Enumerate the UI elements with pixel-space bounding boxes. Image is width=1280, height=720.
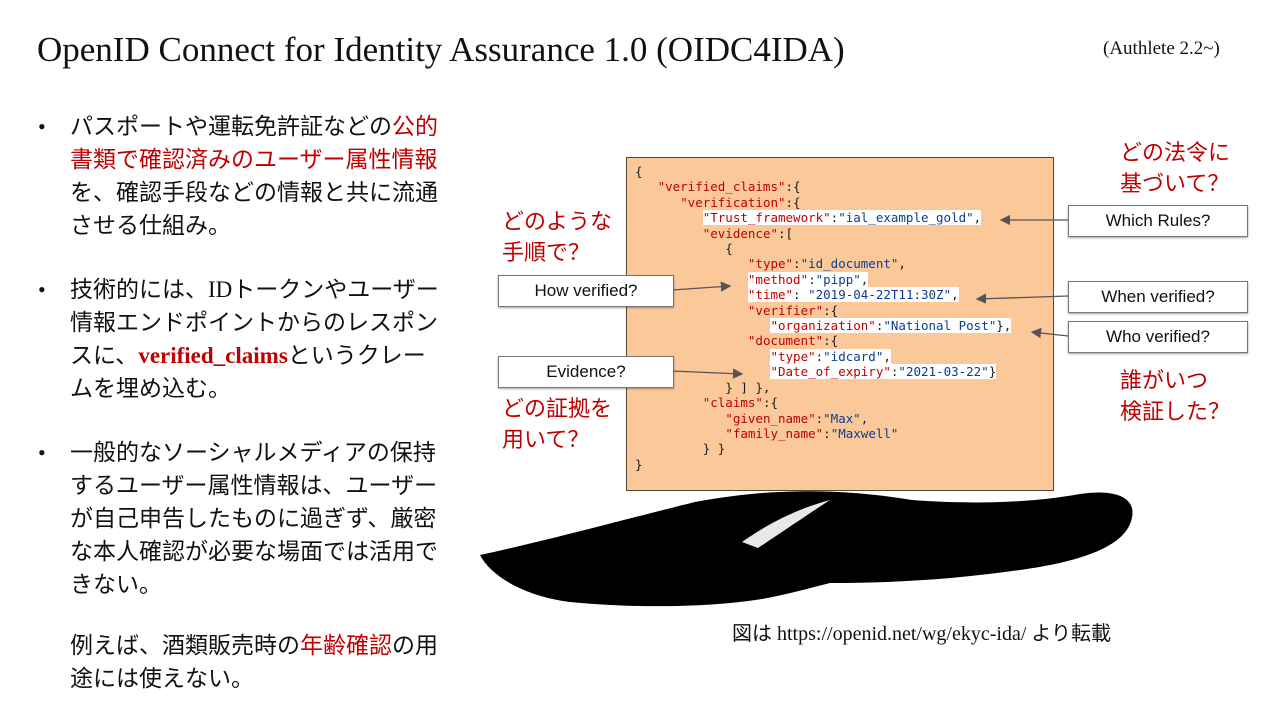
annotation-arrows	[671, 214, 1069, 379]
hand-icon	[480, 491, 1133, 607]
json-document: { "verified_claims":{ "verification":{ "…	[626, 157, 1054, 491]
bullet-highlight: verified_claims	[138, 343, 288, 368]
bullet-overview: パスポートや運転免許証などの公的書類で確認済みのユーザー属性情報を、確認手段など…	[38, 110, 448, 242]
bullet-text: 技術的には、IDトークンやユーザー情報エンドポイントからのレスポンスに、	[70, 277, 439, 368]
json-code: { "verified_claims":{ "verification":{ "…	[635, 164, 1012, 472]
label-who-verified: Who verified?	[1068, 321, 1248, 353]
bullet-social-media: 一般的なソーシャルメディアの保持するユーザー属性情報は、ユーザーが自己申告したも…	[38, 436, 448, 695]
thumb-highlight	[742, 500, 830, 548]
question-procedure: どのような手順で？	[502, 209, 613, 265]
example-highlight: 年齢確認	[300, 633, 392, 658]
bullet-text: 一般的なソーシャルメディアの保持するユーザー属性情報は、ユーザーが自己申告したも…	[70, 440, 438, 597]
example-paragraph: 例えば、酒類販売時の年齢確認の用途には使えない。	[70, 629, 448, 695]
label-when-verified: When verified?	[1068, 281, 1248, 313]
example-text: 例えば、酒類販売時の	[70, 633, 300, 658]
figure-credit: 図は https://openid.net/wg/ekyc-ida/ より転載	[732, 623, 1111, 645]
bullet-text: パスポートや運転免許証などの	[70, 114, 392, 139]
hand-illustration	[480, 491, 1133, 607]
bullet-text: を、確認手段などの情報と共に流通させる仕組み。	[70, 180, 438, 238]
verified-claims-figure: { "verified_claims":{ "verification":{ "…	[480, 140, 1270, 610]
label-how-verified: How verified?	[498, 275, 674, 307]
version-note: (Authlete 2.2~)	[1103, 38, 1220, 59]
bullet-text: というクレームを埋め込む。	[70, 343, 426, 401]
bullet-list: パスポートや運転免許証などの公的書類で確認済みのユーザー属性情報を、確認手段など…	[38, 110, 448, 695]
arrow-evidence	[671, 368, 744, 379]
bullet-technical: 技術的には、IDトークンやユーザー情報エンドポイントからのレスポンスに、veri…	[38, 273, 448, 405]
page-title: OpenID Connect for Identity Assurance 1.…	[37, 30, 845, 69]
arrow-how-verified	[671, 281, 732, 292]
question-evidence: どの証拠を用いて？	[502, 396, 613, 452]
question-who-when: 誰がいつ検証した？	[1120, 368, 1231, 424]
question-law: どの法令に基づいて？	[1120, 140, 1231, 196]
bullet-highlight: 公的書類で確認済みのユーザー属性情報	[70, 114, 438, 172]
arrow-who-verified	[1030, 327, 1069, 339]
arrow-when-verified	[975, 293, 1069, 304]
example-text: の用途には使えない。	[70, 633, 438, 691]
label-evidence: Evidence?	[498, 356, 674, 388]
label-which-rules: Which Rules?	[1068, 205, 1248, 237]
